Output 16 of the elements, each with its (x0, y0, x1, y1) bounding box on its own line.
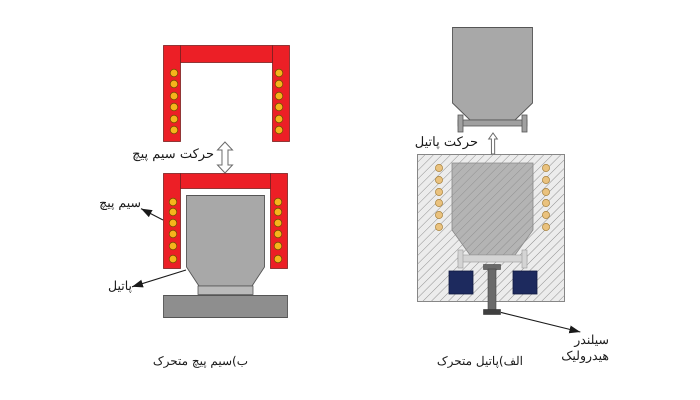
ladle (186, 195, 265, 295)
callout-label: سیم پیچ (99, 195, 141, 211)
leader-line (140, 208, 164, 221)
double-arrow (216, 141, 234, 174)
induction-coil (163, 45, 290, 142)
callout-label: پاتیل (108, 278, 132, 294)
figure-caption: الف)پاتیل متحرک (436, 353, 523, 369)
motion-label: حرکت سیم پیچ (132, 147, 214, 163)
base-plate (163, 295, 288, 318)
ladle (452, 27, 533, 133)
figure-caption: ب)سیم پیچ متحرک (152, 353, 248, 369)
leader-line (132, 269, 186, 288)
motion-label: حرکت پاتیل (414, 135, 478, 151)
callout-label: سیلندر هیدرولیک (561, 332, 609, 364)
leader-line (500, 312, 580, 334)
arrow (488, 132, 498, 155)
